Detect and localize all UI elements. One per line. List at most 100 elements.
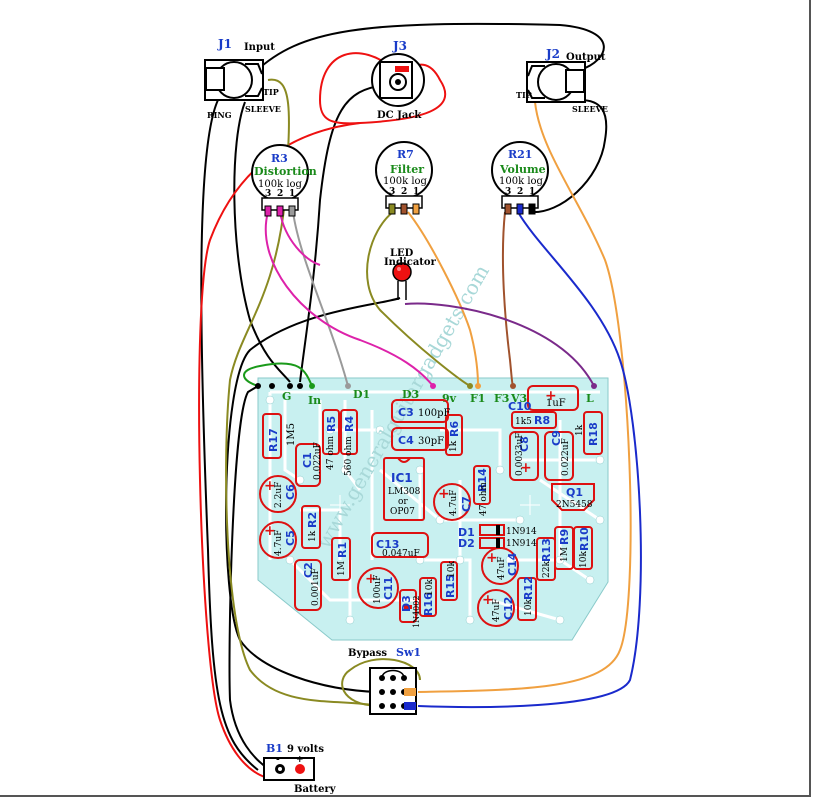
wire-grey-r3-to-pad <box>292 211 349 387</box>
pot-r3-pin3: 3 <box>265 189 271 199</box>
c13-value: 0.047uF <box>382 549 420 559</box>
d1-ref: D1 <box>458 526 475 539</box>
r12-ref: R12 <box>522 576 535 600</box>
d2-value: 1N914 <box>506 539 537 549</box>
svg-text:+: + <box>520 460 532 476</box>
c10-ref: C10 <box>508 400 532 413</box>
d2-ref: D2 <box>458 537 475 550</box>
r4-ref: R4 <box>343 416 356 432</box>
c12-ref: C12 <box>502 597 515 620</box>
pot-r3-pin2: 2 <box>277 189 283 199</box>
svg-text:+: + <box>438 486 450 502</box>
j3-ref: J3 <box>392 39 407 53</box>
pad-label-in: In <box>308 394 321 407</box>
c5-ref: C5 <box>284 530 297 546</box>
pcb-crosshairs <box>330 495 540 515</box>
q1-value: 2N5458 <box>556 500 593 510</box>
svg-text:+: + <box>486 550 498 566</box>
board-pads <box>255 383 597 389</box>
r13-ref: R13 <box>540 538 553 562</box>
wire-green-ground-loop <box>243 362 313 387</box>
j2-sleeve-label: SLEEVE <box>572 104 608 114</box>
wire-orange-j2-to-switch <box>417 101 632 693</box>
pad-label-f1: F1 <box>470 392 485 405</box>
pad-label-f3: F3 <box>494 392 509 405</box>
diode-d3-band <box>404 605 412 609</box>
r1-ref: R1 <box>336 542 349 558</box>
wire-black-j1-ring-to-battery <box>200 99 259 771</box>
battery-minus-label: - <box>276 755 280 765</box>
wire-black-j3-to-pad <box>299 84 386 383</box>
pot-r3-pin1: 1 <box>289 189 295 199</box>
j2-tip-label: TIP <box>516 90 532 100</box>
r10-ref: R10 <box>578 527 591 551</box>
pcb-traces <box>268 390 601 622</box>
c11-ref: C11 <box>382 577 395 600</box>
d3-value: 1N4002 <box>412 596 421 628</box>
pot-r3 <box>251 144 309 217</box>
wire-black-j1-to-j2 <box>254 22 605 73</box>
r17-ref: R17 <box>267 428 280 452</box>
c5-value: 4.7uF <box>274 530 284 556</box>
pot-r21-name: Volume <box>499 163 546 176</box>
wire-black-battery-minus <box>228 385 271 771</box>
c6-value: 2.2uF <box>274 482 284 508</box>
c4-value: 30pF <box>418 436 444 447</box>
c3-ref: C3 <box>398 406 414 419</box>
j1-ring-label: RING <box>207 110 232 120</box>
j1-ref: J1 <box>217 37 232 51</box>
c1-value: 0.022uF <box>313 442 323 480</box>
r9-ref: R9 <box>558 529 571 545</box>
pot-r7-name: Filter <box>390 163 424 176</box>
pot-r3-value: 100k log <box>258 179 303 190</box>
wire-orange-r7-to-pad <box>407 211 479 387</box>
pcb-board <box>257 377 609 641</box>
j2-ref: J2 <box>545 47 560 61</box>
c7-value: 4.7uF <box>449 490 459 516</box>
wire-black-r21-to-j2 <box>529 99 608 214</box>
c1-ref: C1 <box>301 452 314 468</box>
pot-r3-ref: R3 <box>271 152 288 165</box>
pot-r21-pin1: 1 <box>529 187 535 197</box>
pot-r21 <box>491 141 549 215</box>
r9-value: 1M <box>560 547 570 562</box>
r16-value: 10k <box>425 579 435 596</box>
c3-value: 100pF <box>418 408 450 419</box>
r5-value: 47 ohm <box>326 435 336 470</box>
pot-r3-name: Distortion <box>254 165 317 178</box>
wire-olive-r7-to-pad <box>366 211 471 387</box>
r18-value: 1k <box>575 424 585 436</box>
wire-magenta-r3-to-pad <box>264 211 434 387</box>
switch-name: Bypass <box>348 648 387 659</box>
d3-ref: D3 <box>400 595 413 612</box>
c8-ref: C8 <box>518 436 531 452</box>
component-outlines <box>259 385 603 627</box>
wire-black-j1-sleeve-ground <box>233 101 291 383</box>
pot-r21-ref: R21 <box>508 148 532 161</box>
r4-value: 560 ohm <box>344 436 354 476</box>
polarity-marks: + + + + + + + + <box>264 388 557 608</box>
wire-olive-switch <box>341 658 421 707</box>
r15-ref: R15 <box>444 574 457 598</box>
r2-value: 1k <box>308 530 318 542</box>
c14-ref: C14 <box>506 552 519 576</box>
battery-name: Battery <box>294 784 337 795</box>
wire-brown-r21-to-pad <box>501 211 514 387</box>
jack-j2 <box>526 61 586 103</box>
c12-value: 47uF <box>492 599 502 623</box>
jack-j3 <box>371 53 425 107</box>
battery-b1 <box>263 757 315 781</box>
j1-tip-label: TIP <box>263 87 279 97</box>
d1-value: 1N914 <box>506 527 537 537</box>
wire-magenta-r3-pin2 <box>279 211 321 266</box>
svg-text:+: + <box>365 571 377 587</box>
q1-ref: Q1 <box>566 486 583 499</box>
r8-ref: R8 <box>534 414 550 427</box>
r14-ref: R14 <box>476 468 489 492</box>
r10-value: 10k <box>579 551 589 568</box>
c2-ref: C2 <box>302 562 315 578</box>
j2-name: Output <box>566 52 606 63</box>
j3-name: DC Jack <box>377 110 422 121</box>
wire-blue-r21-to-switch <box>417 211 642 708</box>
